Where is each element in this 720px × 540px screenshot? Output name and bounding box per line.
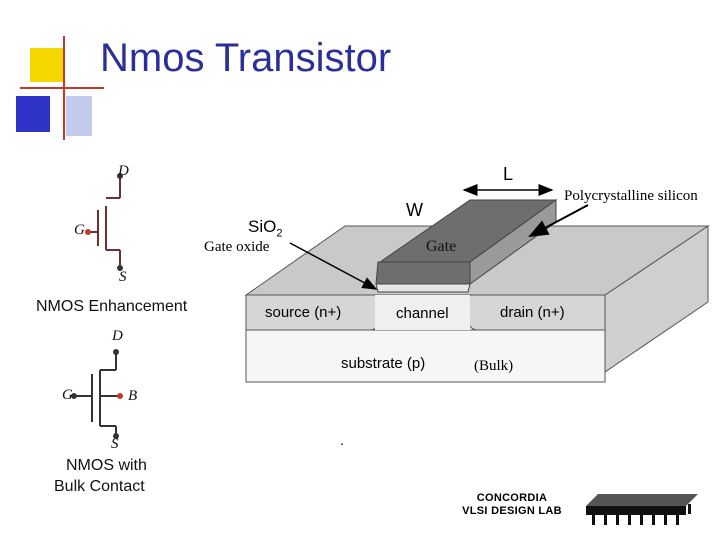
drain-terminal xyxy=(117,173,123,179)
bulk-label: B xyxy=(128,388,138,404)
bulk-label-device: (Bulk) xyxy=(474,358,514,374)
oxide-pointer-arrow xyxy=(289,242,378,290)
oxide-formula-subscript: 2 xyxy=(276,227,283,240)
source-label-device: source (n+) xyxy=(265,304,342,321)
nmos-enhancement-symbol xyxy=(85,173,123,271)
oxide-formula-text: SiO xyxy=(248,217,277,236)
bulk-gate-label: G xyxy=(62,387,73,403)
decorative-corner xyxy=(16,36,104,140)
channel-region xyxy=(375,295,470,330)
bulk-source-terminal xyxy=(113,433,119,439)
bulk-gate-terminal xyxy=(71,393,77,399)
page-title: Nmos Transistor xyxy=(100,36,392,80)
logo-line1: CONCORDIA xyxy=(476,492,548,504)
chip-icon xyxy=(586,494,698,525)
channel-label: channel xyxy=(396,305,449,322)
bulk-drain-terminal xyxy=(113,349,119,355)
gate-label-device: Gate xyxy=(426,238,457,255)
substrate-front-face xyxy=(245,329,606,383)
light-blue-square xyxy=(66,96,92,136)
stray-dot: . xyxy=(340,432,344,448)
logo-text: CONCORDIA VLSI DESIGN LAB xyxy=(456,492,568,518)
poly-pointer-arrow xyxy=(528,204,589,237)
gate-oxide xyxy=(375,283,471,293)
bulk-drain-label: D xyxy=(112,328,123,344)
bulk-caption-line1: NMOS with xyxy=(66,457,147,474)
bulk-terminal xyxy=(117,393,123,399)
gate-front xyxy=(375,261,471,285)
enhancement-caption: NMOS Enhancement xyxy=(36,298,188,315)
poly-label: Polycrystalline silicon xyxy=(564,188,698,204)
logo-line2: VLSI DESIGN LAB xyxy=(462,505,562,517)
blue-square xyxy=(16,96,50,132)
source-terminal xyxy=(117,265,123,271)
width-label: W xyxy=(406,200,423,220)
yellow-square xyxy=(30,48,64,82)
drain-label: D xyxy=(118,163,129,179)
substrate-label: substrate (p) xyxy=(341,355,426,372)
bulk-caption-line2: Bulk Contact xyxy=(54,478,145,495)
nmos-bulk-symbol xyxy=(71,349,123,439)
bulk-source-label: S xyxy=(111,436,119,452)
oxide-formula: SiO2 xyxy=(248,217,282,239)
gate-label: G xyxy=(74,222,85,238)
drain-label-device: drain (n+) xyxy=(500,304,565,321)
length-label: L xyxy=(503,164,514,184)
gate-terminal xyxy=(85,229,91,235)
source-label: S xyxy=(119,269,127,285)
gate-oxide-label: Gate oxide xyxy=(204,239,270,255)
